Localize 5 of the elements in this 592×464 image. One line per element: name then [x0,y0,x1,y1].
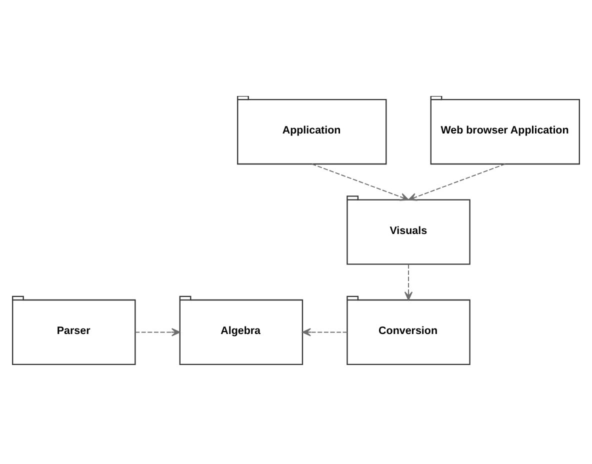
arrow [408,164,506,201]
arrow [302,328,348,336]
arrow [311,164,409,201]
arrow [404,264,413,300]
arrow [134,328,180,336]
